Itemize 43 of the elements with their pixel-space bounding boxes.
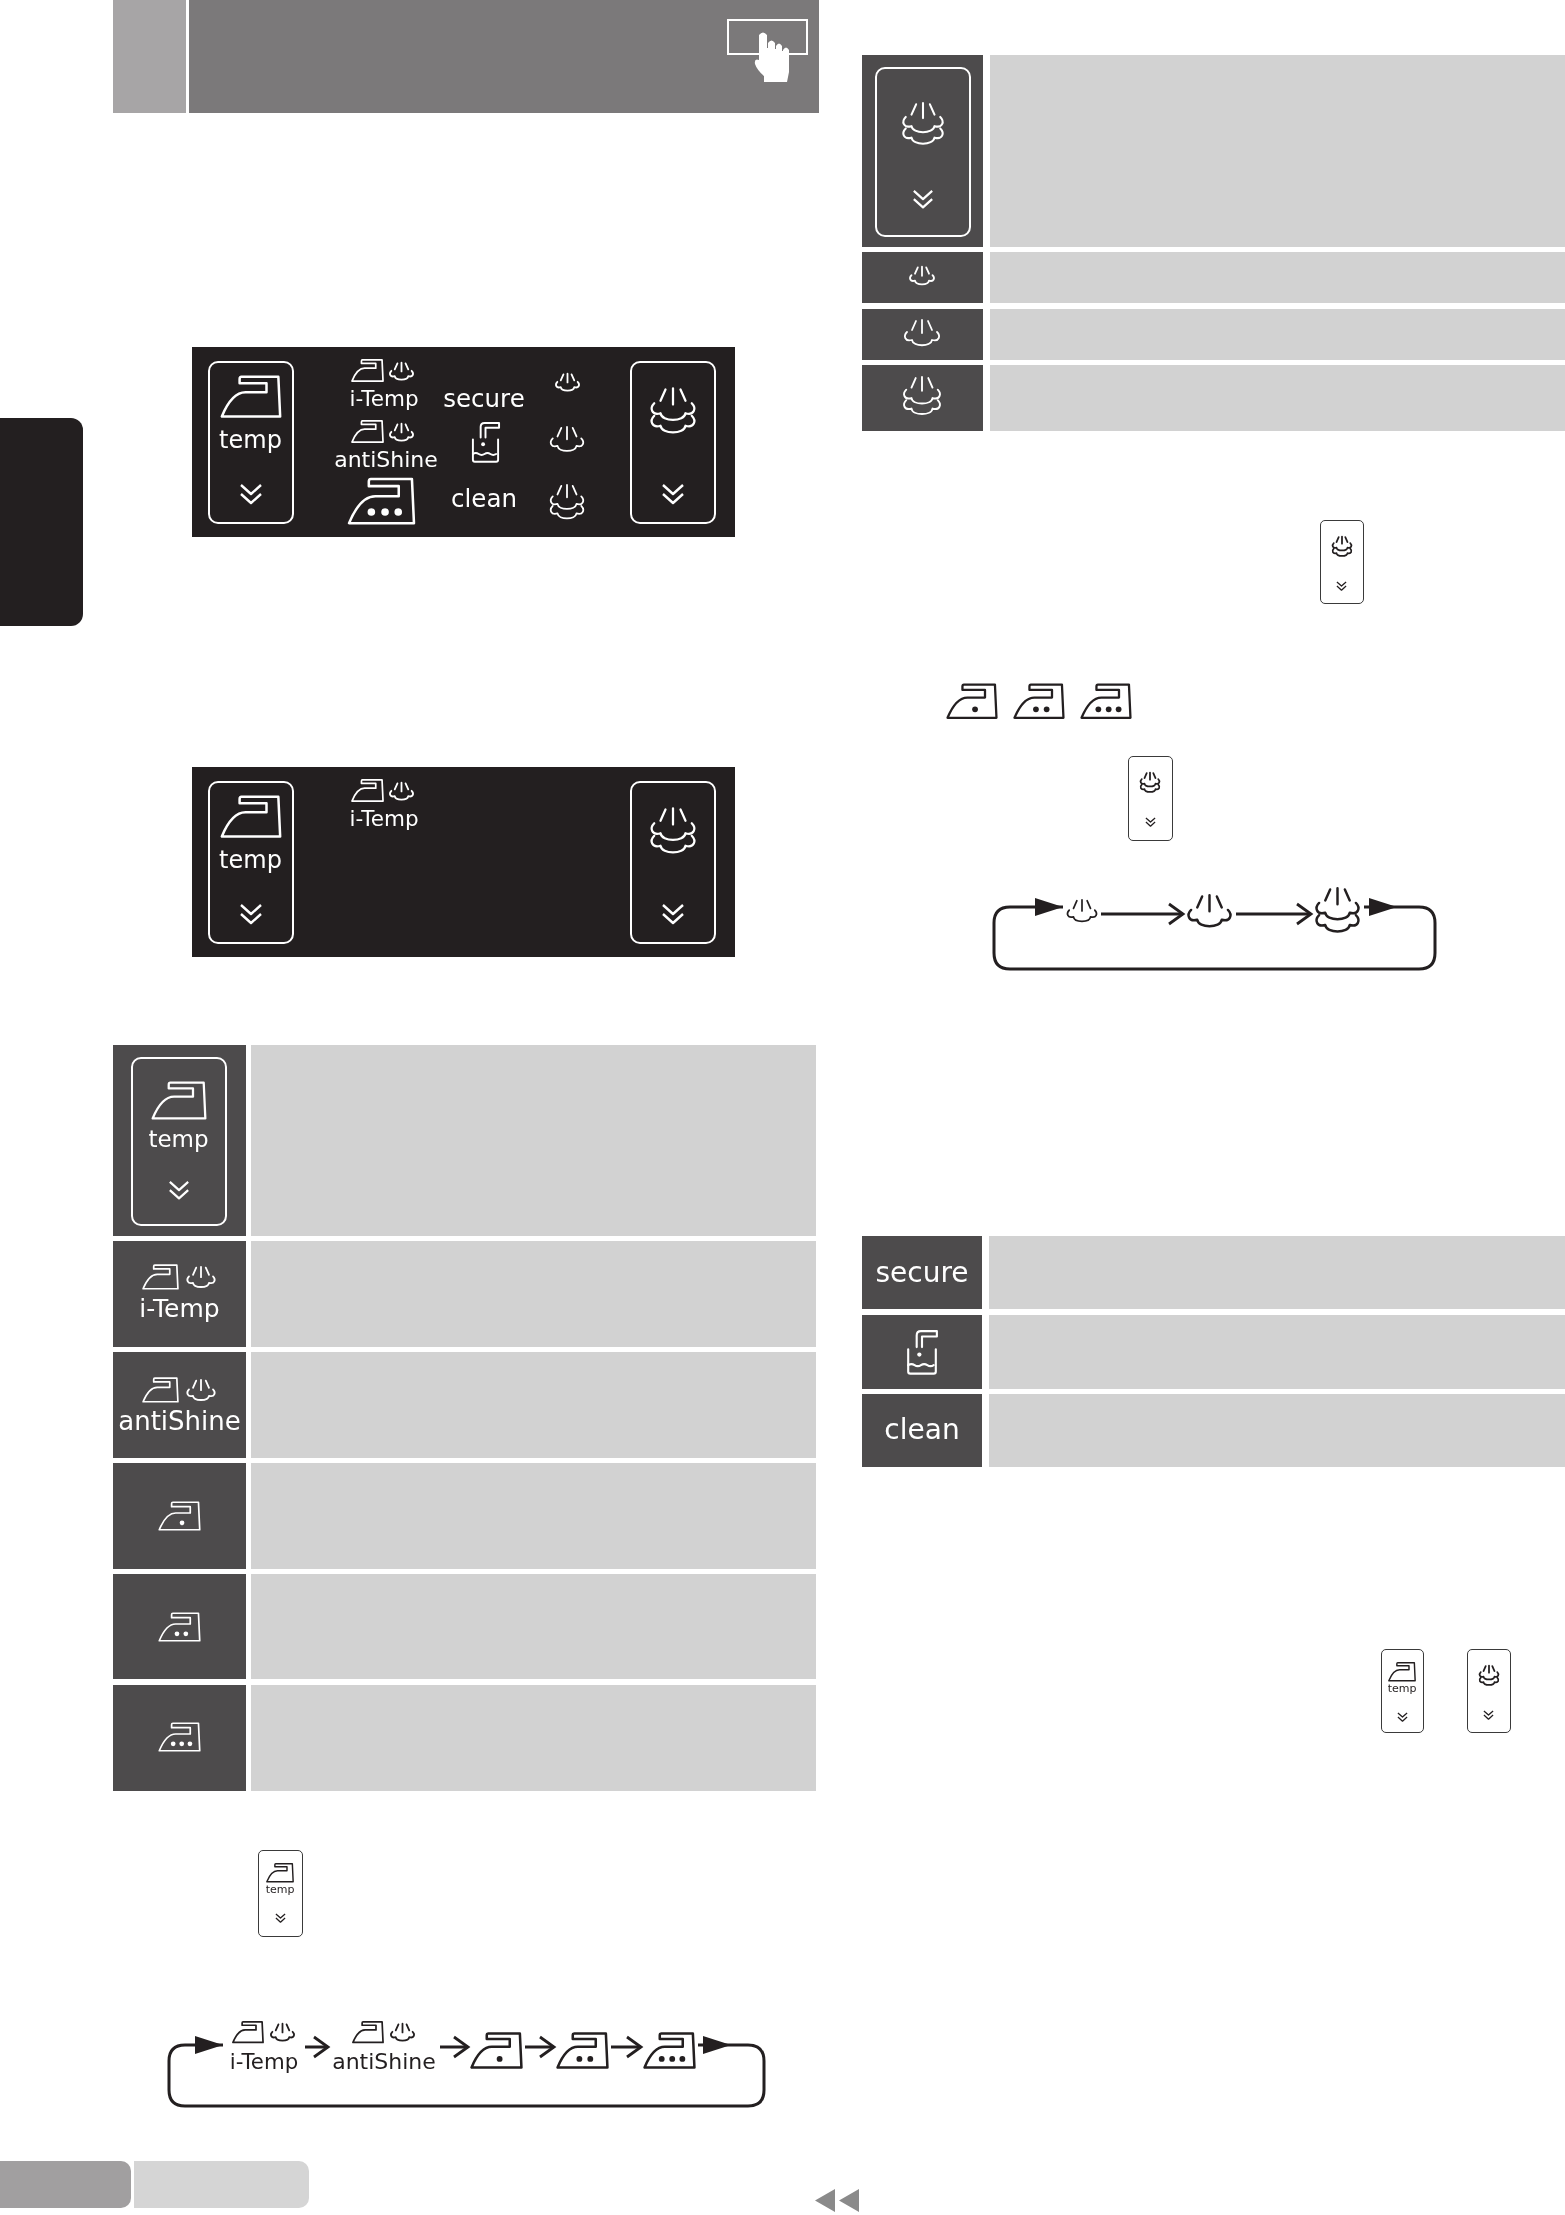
key-label: temp (219, 846, 282, 875)
side-tab (0, 418, 83, 626)
flow-arrow (305, 2035, 330, 2059)
mode-label: i-Temp (349, 386, 419, 412)
touch-key (630, 781, 716, 944)
iron-icon (470, 2032, 523, 2069)
mode-label: antiShine (332, 2049, 436, 2075)
key-label: temp (265, 1883, 295, 1896)
flow-arrow (1236, 902, 1313, 926)
touch-key (208, 781, 294, 944)
touch-key (1128, 756, 1173, 841)
touch-key (131, 1057, 227, 1226)
mode-label: antiShine (118, 1407, 241, 1437)
flow-arrow (525, 2035, 556, 2059)
key-label: temp (148, 1125, 209, 1152)
touch-key (258, 1850, 303, 1937)
mode-label: clean (451, 484, 517, 514)
loop-arrow (167, 2036, 766, 2108)
mode-label: secure (443, 384, 525, 414)
flow-arrow (611, 2035, 643, 2059)
flow-arrow (440, 2035, 470, 2059)
mode-label: antiShine (334, 447, 438, 473)
mode-label: clean (884, 1413, 960, 1447)
key-label: temp (219, 426, 282, 455)
key-label: temp (1387, 1682, 1417, 1695)
iron-icon (643, 2032, 696, 2069)
loop-arrow (992, 898, 1437, 971)
touch-key (1381, 1649, 1424, 1733)
mode-label: i-Temp (349, 806, 419, 832)
touch-key (1467, 1649, 1511, 1733)
steam-icon (1065, 899, 1099, 925)
touch-key (630, 361, 716, 524)
mode-label: i-Temp (229, 2049, 299, 2075)
iron-icon (556, 2032, 609, 2069)
touch-key (1320, 520, 1364, 604)
mode-label: secure (875, 1256, 969, 1290)
control-panel (192, 347, 735, 537)
control-panel (192, 767, 735, 957)
touch-key (208, 361, 294, 524)
steam-icon (1313, 887, 1362, 936)
touch-key (875, 67, 971, 237)
flow-arrow (1101, 902, 1185, 926)
mode-label: i-Temp (139, 1294, 220, 1324)
